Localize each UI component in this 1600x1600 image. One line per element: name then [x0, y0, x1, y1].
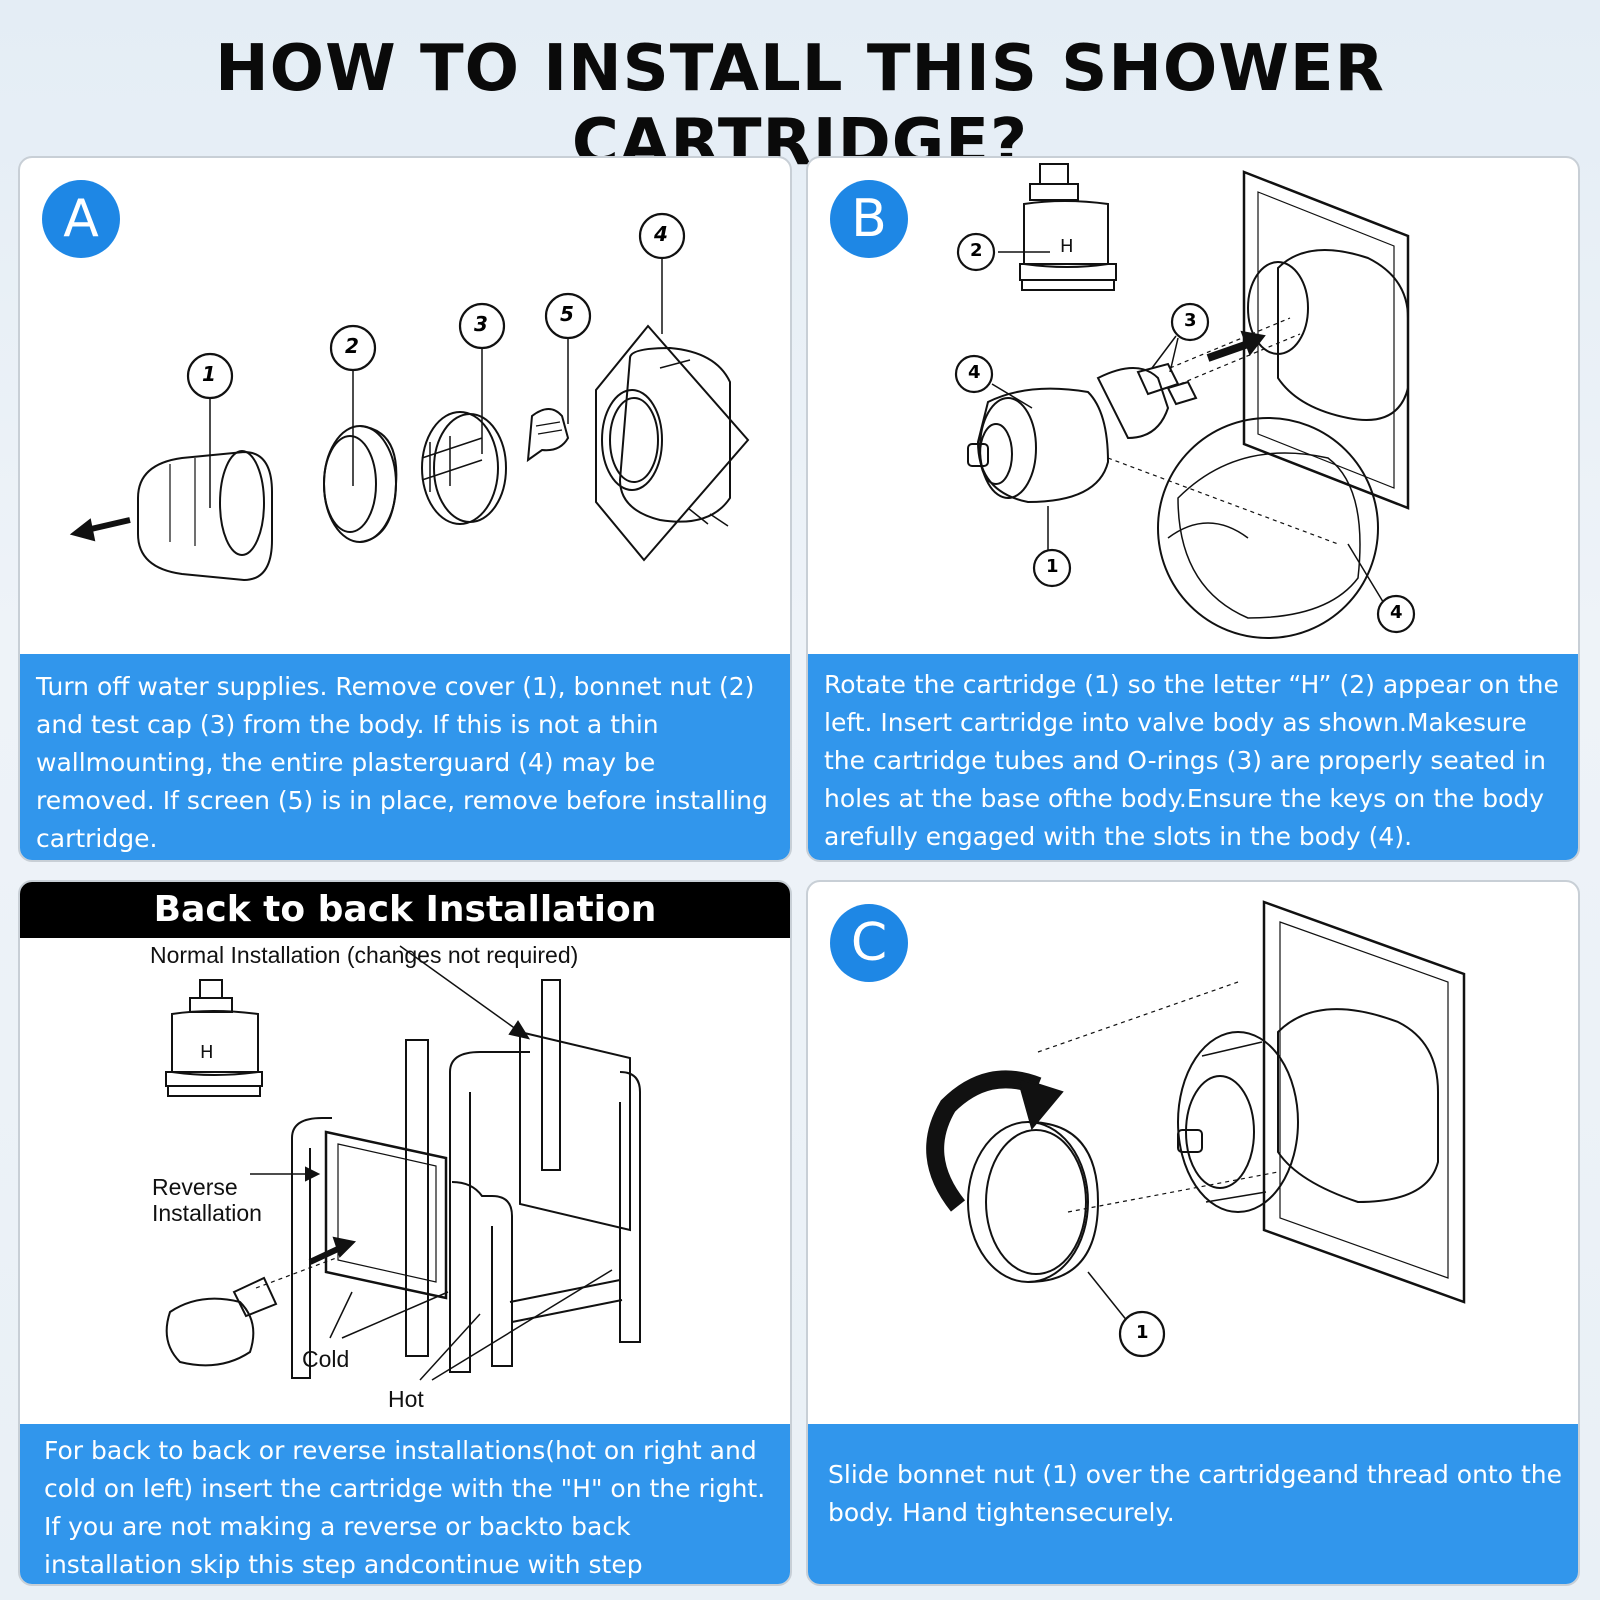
reverse-label-line2: Installation [152, 1200, 262, 1226]
callout-3: 3 [1184, 310, 1197, 331]
svg-text:H: H [200, 1042, 214, 1063]
step-b-panel: B H [806, 156, 1580, 862]
callout-4-detail: 4 [1390, 602, 1403, 623]
reverse-label-line1: Reverse [152, 1174, 238, 1200]
callout-2: 2 [345, 334, 359, 358]
callout-1: 1 [1046, 556, 1059, 577]
page-title: HOW TO INSTALL THIS SHOWER CARTRIDGE? [215, 32, 1385, 180]
step-c-panel: C 1 Slide bonnet nut (1 [806, 880, 1580, 1586]
callout-2: 2 [970, 240, 983, 261]
back-to-back-diagram: H [165, 945, 641, 1381]
step-a-badge: A [42, 180, 120, 258]
back-to-back-panel: Back to back Installation Normal Install… [18, 880, 792, 1586]
step-c-instructions: Slide bonnet nut (1) over the cartridgea… [808, 1424, 1578, 1584]
step-b-badge: B [830, 180, 908, 258]
step-c-badge: C [830, 904, 908, 982]
step-a-panel: A [18, 156, 792, 862]
hot-label: Hot [388, 1386, 424, 1412]
back-to-back-instructions: For back to back or reverse installation… [20, 1424, 790, 1584]
svg-text:H: H [1060, 236, 1074, 257]
step-b-insert-diagram: H [954, 163, 1416, 639]
callout-5: 5 [560, 302, 574, 326]
step-c-tighten-diagram [926, 900, 1466, 1358]
step-b-instructions: Rotate the cartridge (1) so the letter “… [808, 654, 1578, 860]
back-to-back-header: Back to back Installation [20, 882, 790, 938]
callout-3: 3 [474, 312, 488, 336]
callout-4: 4 [654, 222, 668, 246]
normal-installation-label: Normal Installation (changes not require… [150, 942, 579, 968]
callout-1: 1 [1136, 1322, 1149, 1343]
step-a-instructions: Turn off water supplies. Remove cover (1… [20, 654, 790, 860]
step-a-exploded-diagram [69, 212, 750, 582]
callout-1: 1 [202, 362, 216, 386]
callout-4: 4 [968, 362, 981, 383]
